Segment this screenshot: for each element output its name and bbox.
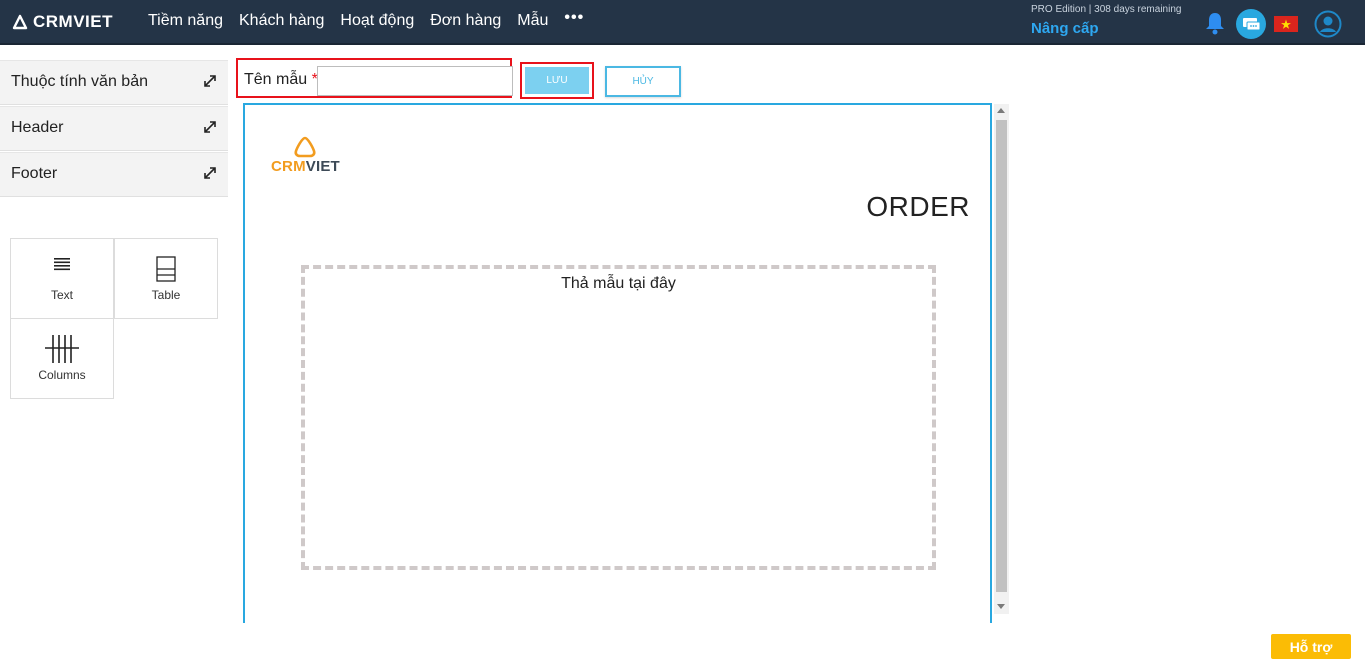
brand-name: CRMVIET [33, 12, 113, 31]
template-name-label: Tên mẫu * [244, 71, 318, 88]
section-label: Footer [11, 165, 58, 182]
main-nav: Tiềm năng Khách hàng Hoạt động Đơn hàng … [148, 9, 585, 30]
order-title: ORDER [866, 191, 970, 222]
scroll-up-arrow-icon[interactable] [997, 108, 1005, 113]
columns-icon [45, 335, 79, 363]
scroll-thumb[interactable] [996, 120, 1007, 592]
tool-label: Text [50, 288, 73, 302]
crmviet-logo-icon [12, 14, 28, 30]
section-thuoc-tinh-van-ban[interactable]: Thuộc tính văn bản [0, 60, 228, 105]
section-header[interactable]: Header [0, 106, 228, 151]
edition-info: PRO Edition | 308 days remaining [1031, 4, 1182, 15]
table-icon [156, 256, 176, 282]
nav-item-mau[interactable]: Mẫu [517, 12, 549, 29]
canvas-logo: CRMVIET [271, 134, 343, 178]
user-avatar-icon[interactable] [1314, 10, 1342, 38]
bell-icon[interactable] [1204, 11, 1226, 35]
tool-label: Columns [38, 368, 86, 382]
tool-text[interactable]: Text [10, 238, 114, 319]
nav-more-menu[interactable]: ••• [564, 9, 585, 26]
nav-item-don-hang[interactable]: Đơn hàng [430, 12, 502, 29]
template-name-group: Tên mẫu * [236, 58, 513, 98]
drop-zone[interactable]: Thả mẫu tại đây [301, 265, 936, 570]
section-label: Thuộc tính văn bản [11, 73, 148, 90]
brand-logo[interactable]: CRMVIET [10, 10, 113, 34]
tool-label: Table [151, 288, 181, 302]
tool-columns[interactable]: Columns [10, 318, 114, 399]
save-button[interactable]: LƯU [525, 67, 589, 94]
nav-item-tiem-nang[interactable]: Tiềm năng [148, 12, 223, 29]
vietnam-flag-icon[interactable] [1274, 16, 1298, 32]
template-canvas[interactable]: CRMVIET ORDER Thả mẫu tại đây [243, 103, 992, 623]
crmviet-logo-icon [294, 136, 316, 158]
nav-item-khach-hang[interactable]: Khách hàng [239, 12, 325, 29]
drop-zone-text: Thả mẫu tại đây [561, 275, 676, 292]
nav-item-hoat-dong[interactable]: Hoạt động [340, 12, 415, 29]
support-button[interactable]: Hỗ trợ [1271, 634, 1351, 659]
section-footer[interactable]: Footer [0, 152, 228, 197]
chat-icon[interactable] [1236, 9, 1266, 39]
section-label: Header [11, 119, 64, 136]
top-navbar: CRMVIET Tiềm năng Khách hàng Hoạt động Đ… [0, 0, 1365, 45]
canvas-scrollbar[interactable] [994, 104, 1009, 614]
required-mark: * [311, 71, 318, 88]
upgrade-link[interactable]: Nâng cấp [1031, 20, 1099, 37]
expand-arrows-icon[interactable] [202, 165, 218, 181]
scroll-down-arrow-icon[interactable] [997, 604, 1005, 609]
logo-text: CRMVIET [271, 158, 340, 175]
expand-arrows-icon[interactable] [202, 119, 218, 135]
tool-table[interactable]: Table [114, 238, 218, 319]
expand-arrows-icon[interactable] [202, 73, 218, 89]
text-lines-icon [54, 258, 70, 271]
save-button-highlight: LƯU [520, 62, 594, 99]
cancel-button[interactable]: HỦY [605, 66, 681, 97]
template-name-input[interactable] [317, 66, 513, 96]
